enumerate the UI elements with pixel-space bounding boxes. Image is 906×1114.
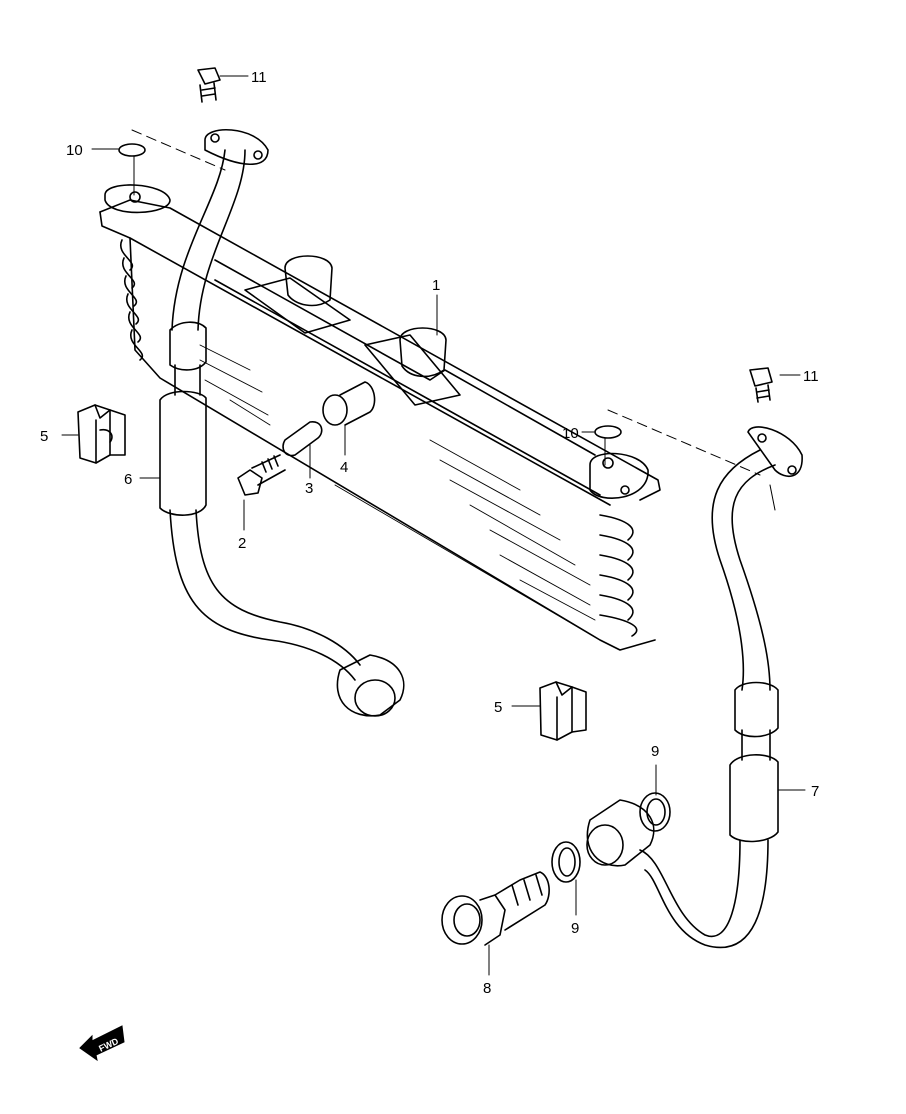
callout-6: 6 — [124, 471, 132, 488]
collar-3 — [282, 421, 323, 457]
bolt-2 — [237, 454, 286, 496]
oil-hose-right — [586, 426, 803, 949]
callout-5-left: 5 — [40, 428, 48, 445]
callout-7: 7 — [811, 783, 819, 800]
oil-hose-left — [159, 129, 405, 717]
callout-10-right: 10 — [562, 425, 579, 442]
callout-5-right: 5 — [494, 699, 502, 716]
clamp-5-right — [539, 681, 587, 741]
fwd-arrow-icon: FWD — [79, 1025, 125, 1062]
callout-4: 4 — [340, 459, 348, 476]
clamp-5-left — [77, 404, 126, 464]
callout-11-left: 11 — [251, 69, 267, 86]
o-ring-10-right — [594, 425, 622, 439]
callout-11-right: 11 — [803, 368, 819, 385]
callout-8: 8 — [483, 980, 491, 997]
callout-9-lower: 9 — [571, 920, 579, 937]
callout-1: 1 — [432, 277, 440, 294]
callout-9-upper: 9 — [651, 743, 659, 760]
washer-9-upper — [639, 792, 671, 832]
washer-9-lower — [551, 841, 581, 883]
union-bolt-8 — [441, 871, 550, 946]
callout-10-left: 10 — [66, 142, 83, 159]
callout-3: 3 — [305, 480, 313, 497]
oil-cooler — [99, 184, 661, 651]
callout-2: 2 — [238, 535, 246, 552]
grommet-4 — [322, 381, 376, 426]
bolt-11-right — [749, 367, 773, 403]
bolt-11-left — [197, 67, 221, 103]
o-ring-10-left — [118, 143, 146, 157]
